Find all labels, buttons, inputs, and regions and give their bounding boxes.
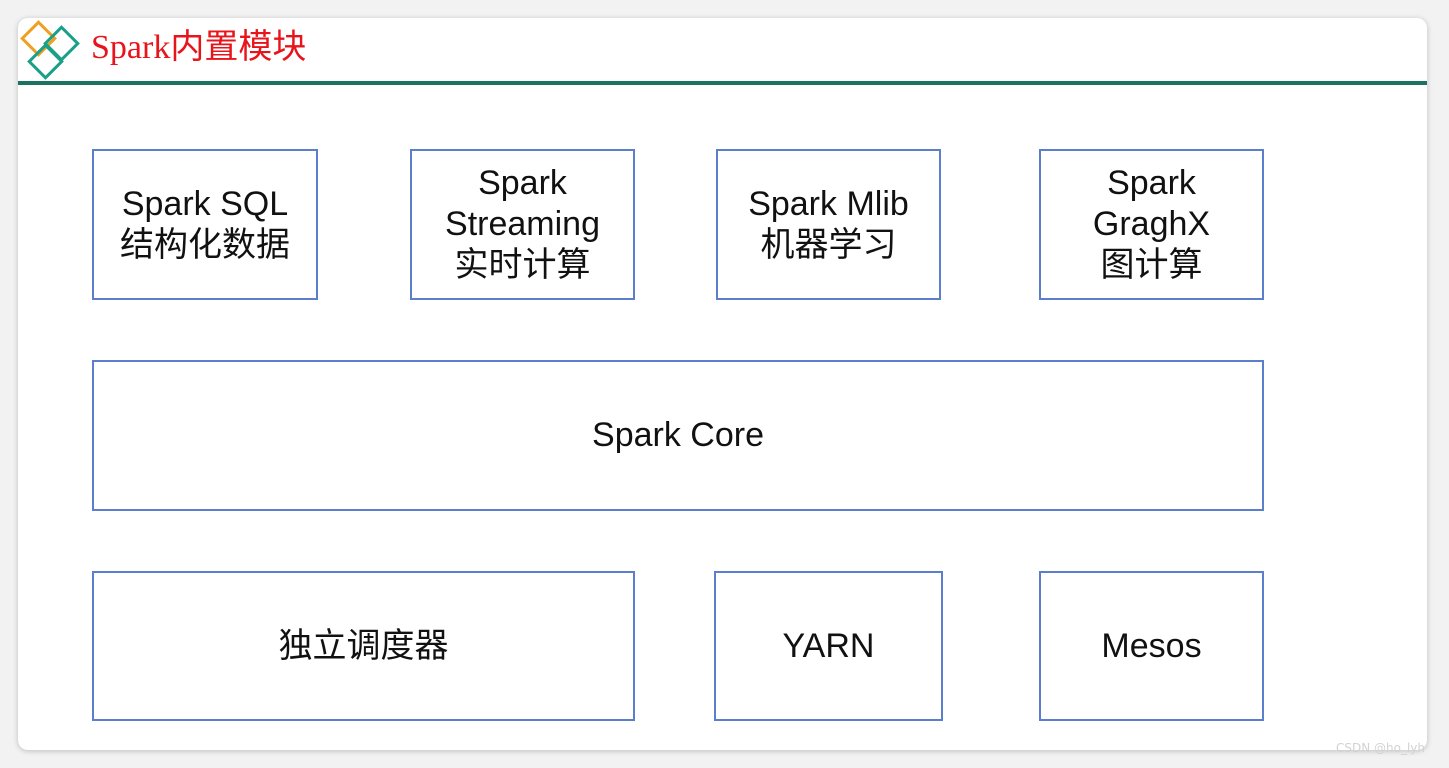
- spark-graphx-box: Spark GraghX 图计算: [1039, 149, 1264, 300]
- diamond-logo-icon: [20, 20, 80, 80]
- spark-core-label: Spark Core: [592, 416, 764, 454]
- spark-graphx-label: Spark GraghX 图计算: [1092, 164, 1211, 284]
- spark-core-box: Spark Core: [92, 360, 1264, 511]
- slide: Spark内置模块 Spark SQL 结构化数据 Spark Streamin…: [18, 18, 1427, 750]
- spark-mlib-label: Spark Mlib 机器学习: [748, 184, 909, 264]
- title-divider: [18, 81, 1427, 85]
- mesos-box: Mesos: [1039, 571, 1264, 721]
- spark-sql-box: Spark SQL 结构化数据: [92, 149, 318, 300]
- yarn-label: YARN: [782, 626, 875, 665]
- spark-streaming-label: Spark Streaming 实时计算: [445, 164, 600, 284]
- spark-streaming-box: Spark Streaming 实时计算: [410, 149, 635, 300]
- standalone-scheduler-label: 独立调度器: [278, 626, 449, 665]
- spark-mlib-box: Spark Mlib 机器学习: [716, 149, 941, 300]
- slide-title: Spark内置模块: [91, 29, 307, 66]
- mesos-label: Mesos: [1101, 626, 1202, 665]
- spark-sql-label: Spark SQL 结构化数据: [120, 184, 290, 264]
- watermark: CSDN @ho_lyh: [1335, 741, 1425, 755]
- yarn-box: YARN: [714, 571, 943, 721]
- standalone-scheduler-box: 独立调度器: [92, 571, 635, 721]
